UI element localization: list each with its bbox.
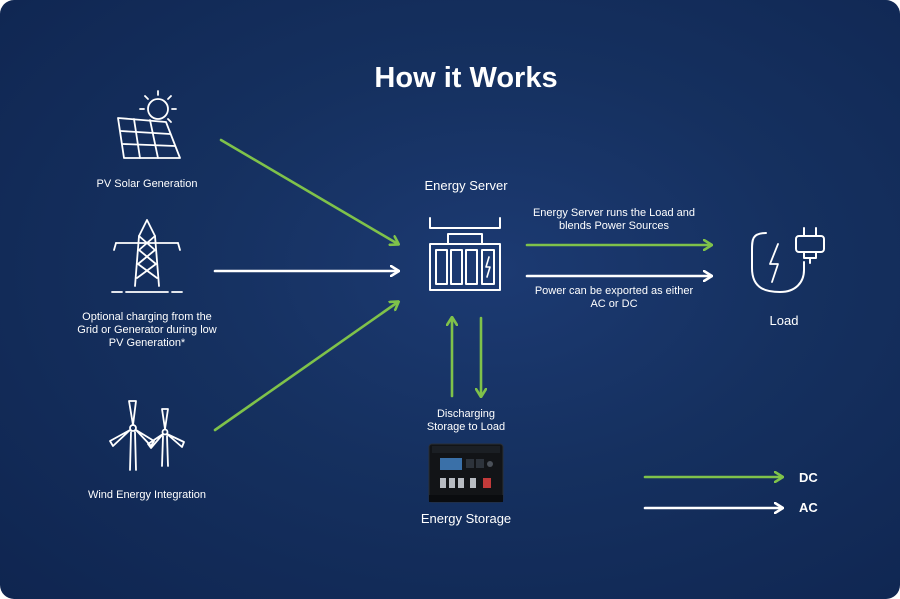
legend-dc-label: DC xyxy=(799,470,818,485)
wind-label: Wind Energy Integration xyxy=(88,489,206,501)
legend: DC AC xyxy=(643,470,818,515)
legend-ac-label: AC xyxy=(799,500,818,515)
discharge-label-line-1: Discharging xyxy=(437,408,495,420)
wind-to-server-arrow xyxy=(213,302,398,432)
plug-icon xyxy=(751,227,825,293)
solar-label: PV Solar Generation xyxy=(97,178,198,190)
transmission-tower-icon xyxy=(111,219,183,293)
grid-label-line-1: Optional charging from the xyxy=(82,311,212,323)
discharge-label-line-2: Storage to Load xyxy=(427,421,505,433)
grid-label-line-2: Grid or Generator during low xyxy=(77,324,216,336)
grid-label-line-3: PV Generation* xyxy=(109,337,186,349)
page-title: How it Works xyxy=(374,62,557,94)
solar-panel-icon xyxy=(117,90,181,159)
server-label: Energy Server xyxy=(424,178,508,193)
energy-server-icon xyxy=(429,217,501,291)
solar-to-server-arrow xyxy=(219,138,398,244)
load-msg-line-1: Energy Server runs the Load and xyxy=(533,207,695,219)
export-msg-line-2: AC or DC xyxy=(590,298,637,310)
load-msg-line-2: blends Power Sources xyxy=(559,220,670,232)
load-label: Load xyxy=(770,313,799,328)
storage-label: Energy Storage xyxy=(421,511,511,526)
wind-turbine-icon xyxy=(109,400,185,471)
battery-unit-icon xyxy=(428,443,504,503)
export-msg-line-1: Power can be exported as either xyxy=(535,285,694,297)
